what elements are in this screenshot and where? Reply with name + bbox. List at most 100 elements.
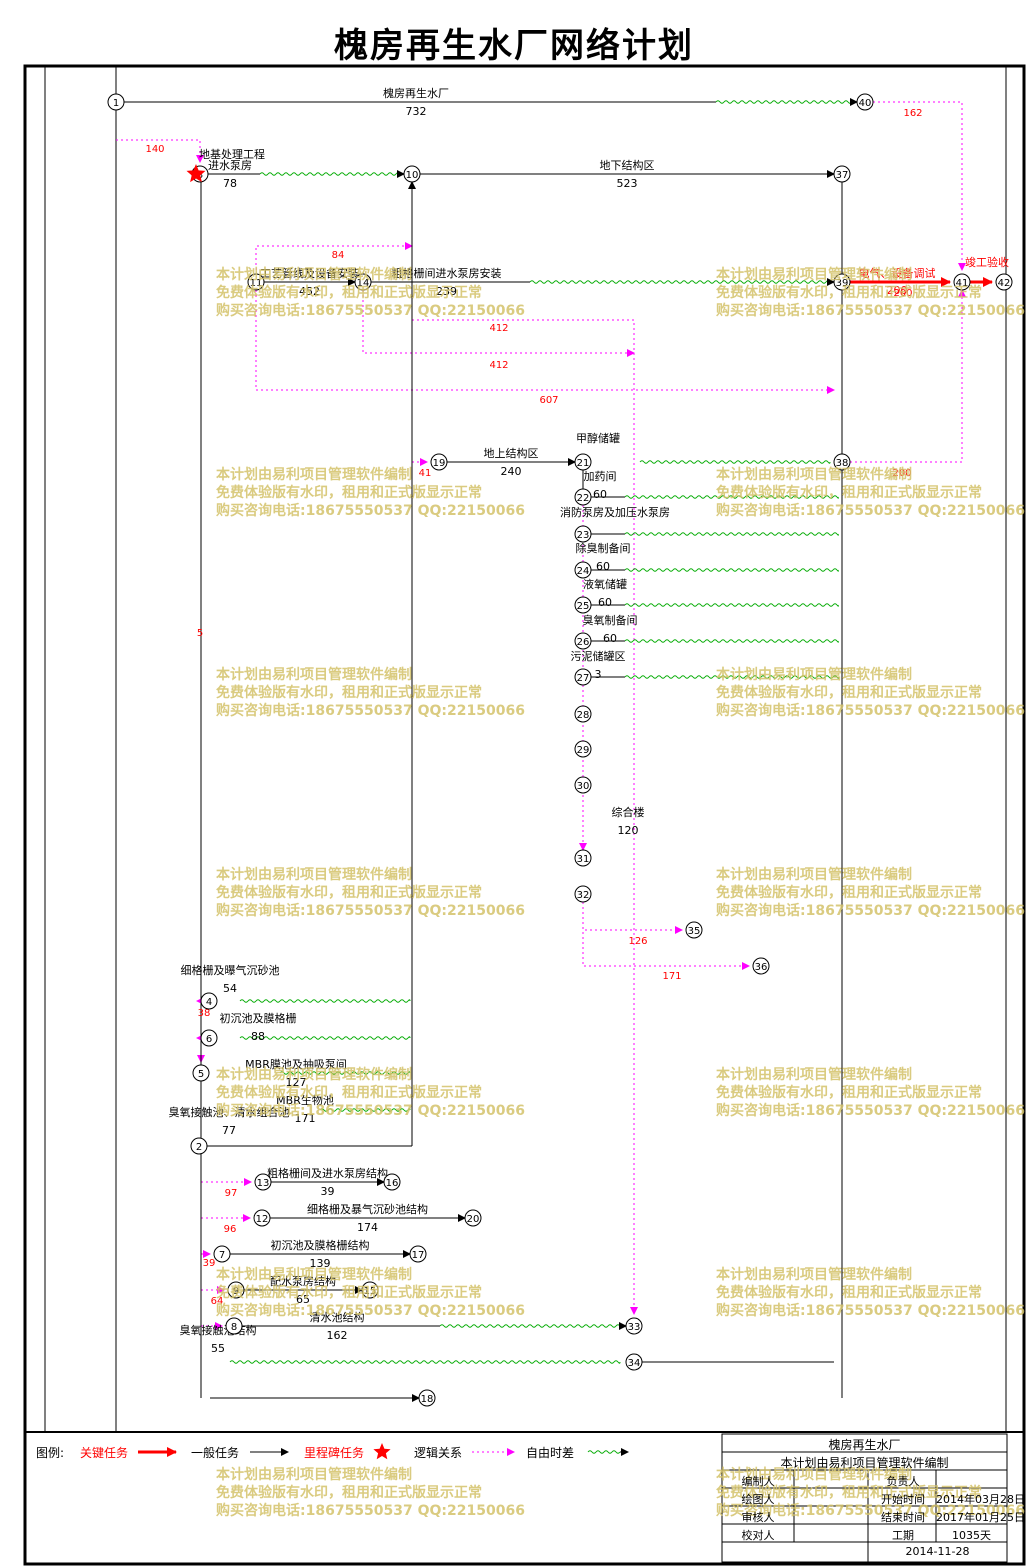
free-float-line — [259, 172, 399, 176]
free-float-line — [319, 1108, 411, 1112]
node-circle — [190, 1137, 208, 1155]
task-duration-label: 523 — [617, 177, 638, 190]
task-duration-label: 60 — [593, 488, 607, 501]
lag-label: 162 — [903, 108, 922, 119]
legend-milestone-label: 里程碑任务 — [304, 1446, 365, 1460]
free-float-line — [279, 1071, 411, 1075]
tb-checker-label: 校对人 — [741, 1529, 775, 1542]
task-name-label: 配水泵房结构 — [270, 1274, 336, 1288]
node-circle — [685, 921, 703, 939]
task-duration-label: 88 — [251, 1030, 265, 1043]
task-name-label: 污泥储罐区 — [571, 649, 626, 663]
node-circle — [418, 1389, 436, 1407]
node-circle — [200, 992, 218, 1010]
node-number: 18 — [421, 1394, 434, 1405]
free-float-line — [239, 1036, 411, 1040]
lag-label: 200 — [892, 468, 911, 479]
node-circle — [225, 1317, 243, 1335]
task-name-label: 清水池结构 — [310, 1310, 365, 1324]
node-circle — [856, 93, 874, 111]
task-name-label: 甲醇储罐 — [576, 431, 620, 445]
free-float-line — [624, 603, 839, 607]
drawing-frame — [23, 64, 1026, 1566]
tb-end-label: 结束时间 — [881, 1511, 925, 1524]
node-circle — [574, 561, 592, 579]
tb-start-value: 2014年03月28日 — [936, 1493, 1025, 1506]
task-duration-label: 732 — [406, 105, 427, 118]
task-duration-label: 171 — [295, 1112, 316, 1125]
legend-normal-label: 一般任务 — [191, 1446, 240, 1460]
node-circle — [403, 165, 421, 183]
logic-link — [850, 289, 966, 463]
free-float-line — [624, 495, 839, 499]
node-number: 6 — [206, 1034, 212, 1045]
free-float-line — [715, 100, 852, 104]
task-duration-label: 77 — [222, 1124, 236, 1137]
node-circle — [409, 1245, 427, 1263]
node-circle — [213, 1245, 231, 1263]
node-number: 27 — [577, 673, 590, 684]
task-name-label: 地下结构区 — [600, 158, 655, 172]
lag-label: 140 — [145, 144, 164, 155]
task-name-label: MBR膜池及抽吸泵间 — [245, 1057, 347, 1071]
task-name-label: 消防泵房及加压水泵房 — [560, 505, 670, 519]
free-float-line — [624, 532, 839, 536]
node-circle — [574, 849, 592, 867]
free-float-line — [439, 1324, 621, 1328]
node-circle — [574, 668, 592, 686]
task-duration-label: 239 — [436, 285, 457, 298]
node-number: 37 — [836, 170, 849, 181]
task-duration-label: 174 — [357, 1221, 378, 1234]
task-name-label: 细格栅及暴气沉砂池结构 — [307, 1202, 428, 1216]
node-number: 2 — [196, 1142, 202, 1153]
node-number: 15 — [364, 1286, 377, 1297]
task-name-label: 竣工验收 — [965, 255, 1009, 269]
node-number: 1 — [113, 98, 119, 109]
node-circle — [752, 957, 770, 975]
node-number: 13 — [257, 1178, 270, 1189]
node-circle — [464, 1209, 482, 1227]
task-duration-label: 60 — [596, 560, 610, 573]
node-number: 39 — [836, 278, 849, 289]
task-name-label: 液氧储罐 — [583, 577, 627, 591]
logic-link — [412, 319, 638, 1315]
logic-link — [362, 290, 635, 357]
node-circle — [625, 1317, 643, 1335]
node-number: 8 — [231, 1322, 237, 1333]
node-number: 34 — [628, 1358, 641, 1369]
lag-label: 96 — [224, 1224, 237, 1235]
lag-label: 412 — [489, 360, 508, 371]
node-number: 20 — [467, 1214, 480, 1225]
node-circle — [254, 1173, 272, 1191]
logic-link — [582, 902, 750, 970]
node-circle — [247, 273, 265, 291]
task-duration-label: 54 — [223, 982, 237, 995]
milestone-star-icon — [373, 1443, 391, 1460]
free-float-line — [624, 675, 839, 679]
node-number: 40 — [859, 98, 872, 109]
node-number: 23 — [577, 530, 590, 541]
node-circle — [574, 453, 592, 471]
node-number: 5 — [198, 1069, 204, 1080]
node-circle — [430, 453, 448, 471]
logic-link — [582, 902, 683, 934]
tb-start-label: 开始时间 — [881, 1493, 925, 1506]
node-circle — [574, 488, 592, 506]
tb-editor-label: 编制人 — [741, 1475, 775, 1488]
tb-project: 槐房再生水厂 — [828, 1438, 901, 1452]
task-duration-label: 240 — [501, 465, 522, 478]
task-name-label: 进水泵房 — [208, 159, 252, 172]
lag-label: 412 — [489, 323, 508, 334]
logic-link — [873, 101, 966, 271]
node-number: 25 — [577, 601, 590, 612]
lag-label: 84 — [332, 250, 345, 261]
lag-label: 200 — [893, 288, 912, 299]
tb-duration-label: 工期 — [892, 1529, 914, 1542]
task-duration-label: 65 — [296, 1293, 310, 1306]
task-name-label: 加药间 — [584, 470, 617, 483]
task-name-label: 初沉池及膜格栅 — [220, 1011, 297, 1025]
task-duration-label: 55 — [211, 1342, 225, 1355]
task-name-label: MBR生物池 — [276, 1093, 334, 1107]
task-name-label: 臭氧制备间 — [583, 613, 638, 627]
lag-label: 97 — [225, 1188, 238, 1199]
